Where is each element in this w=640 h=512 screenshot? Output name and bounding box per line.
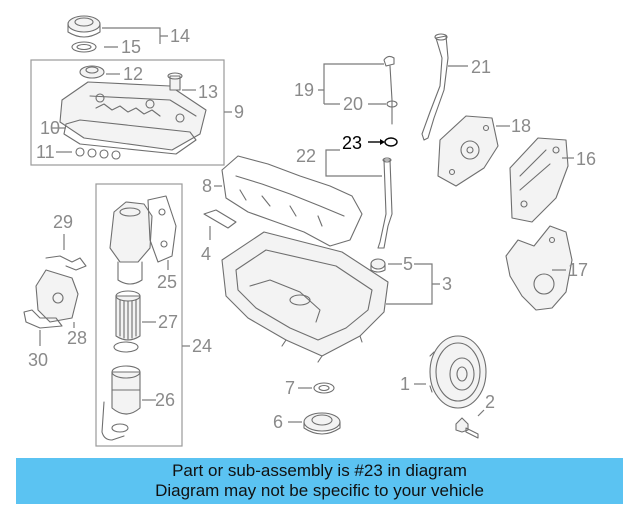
oil-filter-cap[interactable] xyxy=(111,365,141,415)
banner-line-1: Part or sub-assembly is #23 in diagram xyxy=(172,461,467,480)
breather-valve[interactable] xyxy=(167,72,183,91)
dipstick-seal[interactable] xyxy=(386,100,398,108)
callout-18[interactable]: 18 xyxy=(511,116,531,136)
callout-6[interactable]: 6 xyxy=(273,412,283,432)
callout-3[interactable]: 3 xyxy=(442,274,452,294)
callout-13[interactable]: 13 xyxy=(198,82,218,102)
mount-plate[interactable] xyxy=(23,309,63,329)
filler-cap-seal[interactable] xyxy=(71,41,97,53)
callout-24[interactable]: 24 xyxy=(192,336,212,356)
callout-29[interactable]: 29 xyxy=(53,212,73,232)
oil-filter-group-box xyxy=(95,183,183,447)
callout-12[interactable]: 12 xyxy=(123,64,143,84)
valve-cover-cap[interactable] xyxy=(79,65,105,79)
callout-20[interactable]: 20 xyxy=(343,94,363,114)
engine-mount-bracket[interactable] xyxy=(35,269,79,323)
wiring-harness-clip[interactable] xyxy=(45,255,87,271)
callout-30[interactable]: 30 xyxy=(28,350,48,370)
dipstick-tube[interactable] xyxy=(377,157,393,249)
oil-level-sensor[interactable] xyxy=(370,258,386,273)
callout-9[interactable]: 9 xyxy=(234,102,244,122)
callout-8[interactable]: 8 xyxy=(202,176,212,196)
callout-16[interactable]: 16 xyxy=(576,149,596,169)
pulley-bolt[interactable] xyxy=(455,417,479,439)
callout-1[interactable]: 1 xyxy=(400,374,410,394)
drain-plug-washer[interactable] xyxy=(313,382,335,394)
callout-14[interactable]: 14 xyxy=(170,26,190,46)
drain-tube[interactable] xyxy=(101,401,129,441)
callout-4[interactable]: 4 xyxy=(201,244,211,264)
crankshaft-pulley[interactable] xyxy=(429,335,487,409)
callout-21[interactable]: 21 xyxy=(471,57,491,77)
dipstick-guide-tube[interactable] xyxy=(421,33,449,141)
timing-cover-upper[interactable] xyxy=(437,115,499,187)
callout-22[interactable]: 22 xyxy=(296,146,316,166)
callout-7[interactable]: 7 xyxy=(285,378,295,398)
callout-10[interactable]: 10 xyxy=(40,118,60,138)
callout-17[interactable]: 17 xyxy=(568,260,588,280)
info-banner: Part or sub-assembly is #23 in diagram D… xyxy=(16,458,623,504)
callout-25[interactable]: 25 xyxy=(157,272,177,292)
spark-plug-seals[interactable] xyxy=(75,147,121,160)
callout-2[interactable]: 2 xyxy=(485,392,495,412)
oil-filler-cap[interactable] xyxy=(67,15,101,38)
callout-27[interactable]: 27 xyxy=(158,312,178,332)
parts-diagram: 14 15 12 13 9 10 11 xyxy=(23,15,596,447)
valve-cover[interactable] xyxy=(59,81,207,151)
oil-pan-baffle[interactable] xyxy=(221,155,363,247)
callout-11[interactable]: 11 xyxy=(36,142,55,162)
callout-5[interactable]: 5 xyxy=(403,254,413,274)
callout-19[interactable]: 19 xyxy=(294,80,314,100)
callout-28[interactable]: 28 xyxy=(67,328,87,348)
oil-filter-element[interactable] xyxy=(115,290,141,341)
valve-cover-gasket[interactable] xyxy=(63,119,197,155)
oil-cooler-gasket[interactable] xyxy=(147,195,177,263)
dipstick[interactable] xyxy=(383,55,395,125)
oil-pan[interactable] xyxy=(221,231,389,363)
timing-cover-outer[interactable] xyxy=(509,137,569,223)
dipstick-o-ring[interactable] xyxy=(384,137,398,147)
oil-filter-housing[interactable] xyxy=(109,201,153,285)
oil-pump-gasket[interactable] xyxy=(203,209,237,229)
timing-cover-lower[interactable] xyxy=(505,225,573,311)
callout-15[interactable]: 15 xyxy=(121,37,141,57)
banner-line-2: Diagram may not be specific to your vehi… xyxy=(155,481,484,500)
callout-26[interactable]: 26 xyxy=(155,390,175,410)
callout-23-highlighted[interactable]: 23 xyxy=(342,133,362,153)
filter-o-ring[interactable] xyxy=(113,341,139,353)
oil-pump-seal[interactable] xyxy=(303,412,341,435)
